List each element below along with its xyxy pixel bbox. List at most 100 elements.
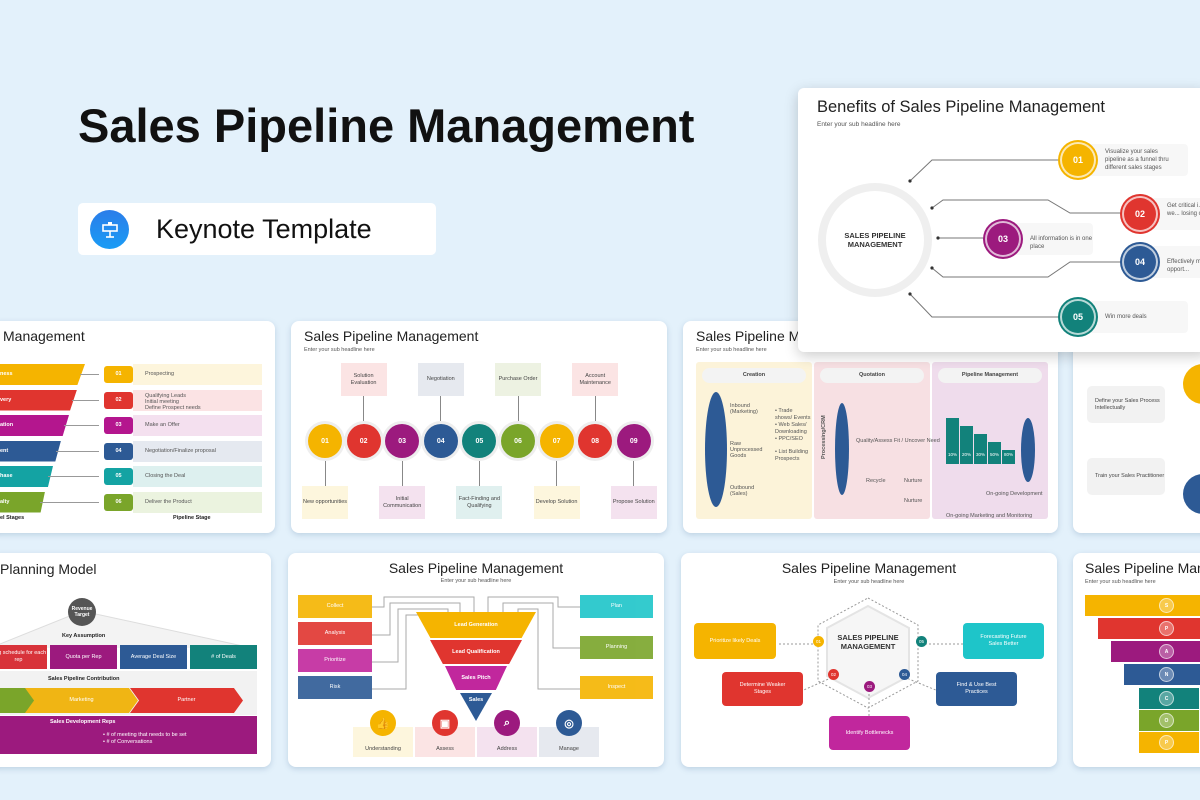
funnel-layer: Lead Generation [416,612,536,638]
bullet: • # of meeting that needs to be set [103,732,187,738]
funnel-stage-bar: hase [0,466,53,487]
channel-item: • Trade shows/ Events [775,408,811,421]
ellipse-shape [1021,418,1035,482]
channel-item: • List Building Prospects [775,448,809,462]
benefit-text: All information is in one place [1030,236,1093,251]
funnel-stage-bar: ation [0,415,69,436]
stage-item: Deliver the Product [145,498,192,505]
slide-title: Planning Model [0,561,97,577]
connector-line [48,476,99,477]
connector-line [40,501,99,503]
timeline-top-label: Account Maintenance [572,363,619,396]
benefit-number: 01 [1060,142,1096,178]
spancop-letter: S [1159,598,1174,613]
label: Outbound (Sales) [730,485,755,497]
funnel-right-box: Inspect [580,676,653,699]
hexagon-number: 01 [813,636,824,647]
stage-number: 06 [104,493,133,511]
connector-line [64,425,99,426]
timeline-bottom-label: Develop Solution [533,486,580,519]
target-icon: ◎ [556,710,582,736]
footer-label: Pipeline Stage [173,515,211,521]
slide-practice[interactable]: Define your Sales Process Intellectually… [1073,321,1200,533]
label: Key Assumption [62,633,106,639]
percent-bar: 10% [946,418,959,464]
spancop-letter: O [1159,713,1174,728]
ellipse-shape [705,392,727,507]
blue-circle [1183,474,1200,514]
thumbs-up-icon: 👍 [370,710,396,736]
timeline-bottom-label: Propose Solution [610,486,657,519]
badge-label: Keynote Template [156,214,372,244]
label: On-going Marketing and Monitoring [946,513,1033,519]
ellipse-shape [835,403,849,495]
slide-spancop[interactable]: Sales Pipeline Man Enter your sub headli… [1073,553,1200,767]
slide-title: Sales Pipeline Man [1085,560,1200,576]
stage-number: 04 [104,442,133,460]
stage-number: 02 [104,391,133,409]
benefit-number: 04 [1122,244,1158,280]
benefit-number: 02 [1122,196,1158,232]
stage-number: 03 [104,417,133,434]
label: Processing/CRM [821,415,827,459]
hexagon-item: Prioritize likely Deals [694,623,776,659]
hexagon-item: Identify Bottlenecks [829,716,910,750]
stage-item: Negotiation/Finalize proposal [145,447,216,454]
slide-lead-funnel[interactable]: Sales Pipeline Management Enter your sub… [288,553,664,767]
slide-title: Management [3,328,85,344]
label: On-going Development [986,491,1043,497]
percent-bar: 80% [1002,450,1015,464]
timeline-step: 02 [346,424,381,458]
spancop-bar [1098,618,1200,639]
stage-items: Deliver the Product [145,499,192,505]
revenue-target-node: Revenue Target [68,598,96,626]
slide-benefits[interactable]: Benefits of Sales Pipeline Management En… [798,88,1200,352]
label: Nurture [904,498,923,504]
spancop-letter: P [1159,735,1174,750]
slide-process[interactable]: Sales Pipeline M Enter your sub headline… [683,321,1058,533]
benefit-number: 05 [1060,299,1096,335]
bullet: • # of Conversations [103,739,153,745]
slide-subtitle: Enter your sub headline here [833,579,905,585]
label: Quality/Assess Fit / Uncover Need [856,438,940,444]
quotation-column [814,362,930,519]
timeline-step: 06 [501,424,535,458]
keynote-podium-icon [90,210,129,249]
benefit-card [1078,301,1188,333]
stage-item: Make an Offer [145,422,180,428]
funnel-layer: Lead Qualification [430,640,522,664]
funnel-right-box: Planning [580,636,653,659]
funnel-stage-bar: very [0,389,77,411]
connector-line [80,374,99,375]
percent-bar: 50% [988,442,1001,464]
page-title: Sales Pipeline Management [78,99,695,152]
slide-planning-model[interactable]: Planning Model Revenue Target Key Assump… [0,553,271,767]
stage-items: Closing the Deal [145,473,185,479]
timeline-top-label: Solution Evaluation [340,363,387,396]
slide-subtitle: Enter your sub headline here [817,121,901,128]
stage-items: Prospecting [145,371,174,377]
slide-title: Benefits of Sales Pipeline Management [817,98,1106,116]
percent-bar: 30% [974,434,987,464]
timeline-bottom-label: Initial Communication [379,486,426,519]
benefit-text: Visualize your sales pipeline as a funne… [1105,149,1169,172]
slide-hexagon[interactable]: Sales Pipeline Management Enter your sub… [681,553,1057,767]
channel-list: • Trade shows/ Events• Web Sales/ Downlo… [775,408,811,463]
funnel-left-box: Risk [298,676,372,699]
funnel-right-box: Plan [580,595,653,618]
center-label: SALES PIPELINE MANAGEMENT [826,191,924,289]
assumption-box: ping schedule for each rep [0,645,47,669]
hexagon-number: 03 [864,681,875,692]
footer-label: el Stages [0,515,25,521]
timeline-step: 08 [578,424,613,458]
slide-subtitle: Enter your sub headline here [1085,579,1156,585]
slide-subtitle: Enter your sub headline here [304,347,375,353]
slide-title: Sales Pipeline Management [388,560,564,576]
sdr-box: Sales Development Reps • # of meeting th… [0,716,257,754]
channel-item: • Web Sales/ Downloading [775,422,807,435]
stage-row [133,466,262,487]
stage-row [133,389,262,411]
slide-timeline[interactable]: Sales Pipeline Management Enter your sub… [291,321,667,533]
timeline-bottom-label: Fact-Finding and Qualifying [456,486,503,519]
